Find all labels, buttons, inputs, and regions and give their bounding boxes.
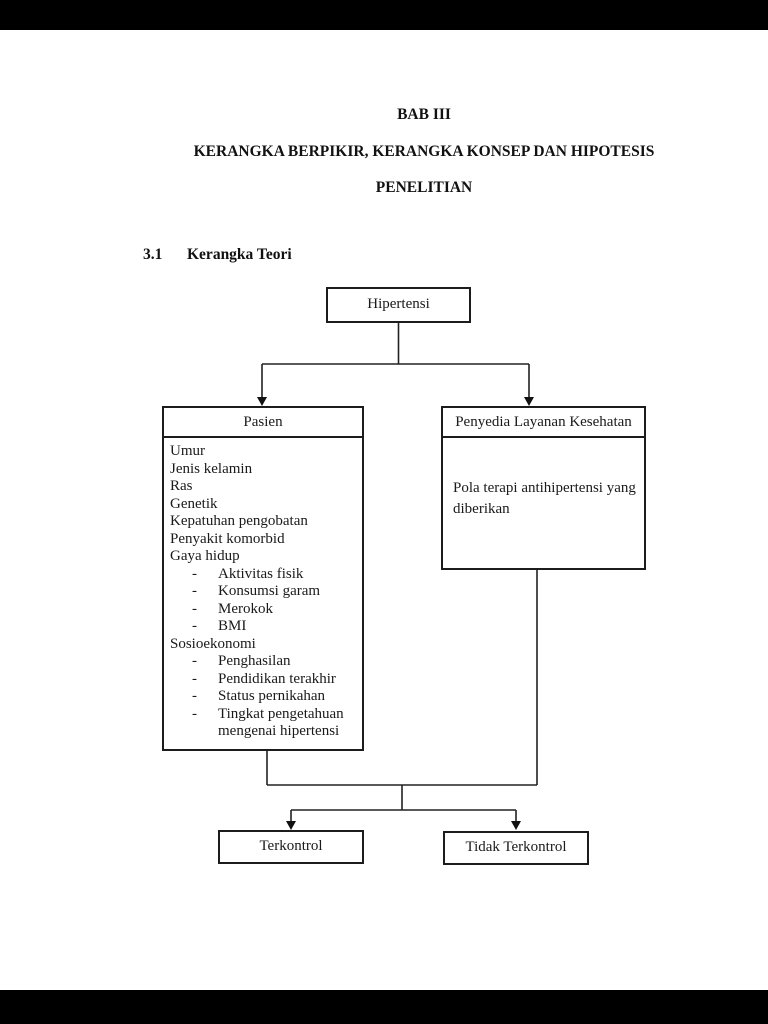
arrow-down-provider-icon xyxy=(524,397,534,406)
factor-subitem: - Konsumsi garam xyxy=(192,583,321,599)
factor-item: Kepatuhan pengobatan xyxy=(170,513,308,529)
chapter-subtitle-line1: KERANGKA BERPIKIR, KERANGKA KONSEP DAN H… xyxy=(193,143,655,160)
provider-box-header: Penyedia Layanan Kesehatan xyxy=(443,408,644,438)
factor-subitem: - Aktivitas fisik xyxy=(192,565,304,582)
factor-item: Gaya hidup xyxy=(170,548,240,564)
dash-bullet: - xyxy=(192,688,197,704)
provider-box: Penyedia Layanan Kesehatan Pola terapi a… xyxy=(441,406,646,570)
dash-bullet: - xyxy=(192,670,197,687)
chapter-heading: BAB III xyxy=(397,106,451,123)
section-number: 3.1 xyxy=(143,246,163,263)
patient-box: Pasien Umur Jenis kelamin Ras Genetik Ke… xyxy=(162,406,364,751)
factor-item: Penyakit komorbid xyxy=(170,530,285,547)
factor-item: Genetik xyxy=(170,495,218,512)
dash-bullet: - xyxy=(192,565,197,582)
outcome-box-tidak-terkontrol: Tidak Terkontrol xyxy=(443,831,589,865)
factor-subitem: - Penghasilan xyxy=(192,653,291,669)
factor-item: Sosioekonomi xyxy=(170,635,256,652)
hipertensi-box: Hipertensi xyxy=(326,287,471,323)
factor-item: Jenis kelamin xyxy=(170,460,253,477)
arrow-down-terkontrol-icon xyxy=(286,821,296,830)
provider-box-body: Pola terapi antihipertensi yang diberika… xyxy=(453,480,636,517)
outcome-box-terkontrol: Terkontrol xyxy=(218,830,364,864)
hipertensi-label: Hipertensi xyxy=(367,296,430,312)
top-letterbox-bar xyxy=(0,0,768,30)
patient-factor-list: Umur Jenis kelamin Ras Genetik Kepatuhan… xyxy=(164,438,362,741)
dash-bullet: - xyxy=(192,583,197,599)
factor-subitem: - Pendidikan terakhir xyxy=(192,670,336,687)
chapter-subtitle-line2: PENELITIAN xyxy=(375,179,473,196)
tidak-terkontrol-label: Tidak Terkontrol xyxy=(465,839,567,855)
dash-bullet: - xyxy=(192,705,197,722)
arrow-down-patient-icon xyxy=(257,397,267,406)
factor-item: Ras xyxy=(170,478,193,494)
arrow-down-tidak-terkontrol-icon xyxy=(511,821,521,830)
bottom-letterbox-bar xyxy=(0,990,768,1024)
factor-subitem: - Status pernikahan xyxy=(192,688,326,704)
dash-bullet: - xyxy=(192,618,197,634)
factor-subitem: - Tingkat pengetahuan mengenai hipertens… xyxy=(192,705,344,740)
factor-subitem: - Merokok xyxy=(192,600,273,617)
dash-bullet: - xyxy=(192,653,197,669)
factor-subitem: - BMI xyxy=(192,618,247,634)
terkontrol-label: Terkontrol xyxy=(259,838,323,854)
patient-box-header: Pasien xyxy=(164,408,362,438)
section-title: Kerangka Teori xyxy=(187,246,292,263)
dash-bullet: - xyxy=(192,600,197,617)
factor-item: Umur xyxy=(170,443,205,459)
